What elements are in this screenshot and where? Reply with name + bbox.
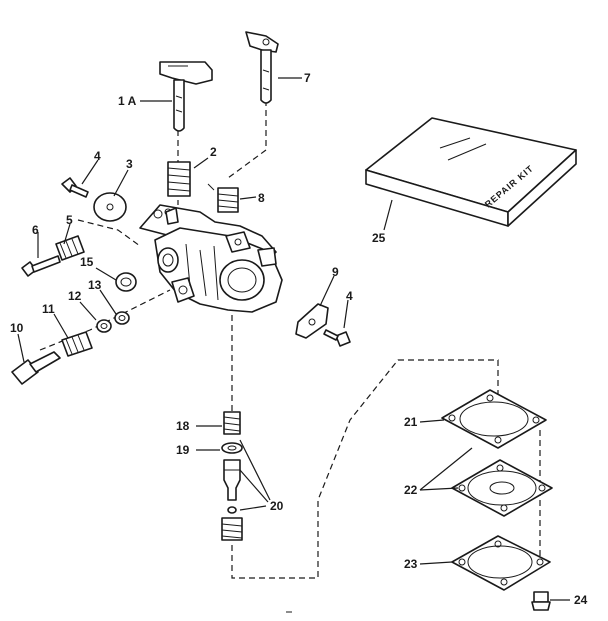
- label-4-lower: 4: [346, 289, 353, 303]
- part-throttle-shaft: [159, 61, 213, 132]
- label-5: 5: [66, 213, 73, 227]
- part-bowl-gasket: [441, 389, 547, 449]
- label-7: 7: [304, 71, 311, 85]
- label-6: 6: [32, 223, 39, 237]
- part-screw-lower: [323, 329, 351, 347]
- part-inlet-washer: [221, 442, 243, 454]
- label-20: 20: [270, 499, 284, 513]
- part-diaphragm: [451, 459, 553, 517]
- label-11: 11: [42, 302, 55, 316]
- label-9: 9: [332, 265, 339, 279]
- label-1a: 1 A: [118, 94, 137, 108]
- part-mixture-needle: [11, 351, 61, 385]
- label-13: 13: [88, 278, 102, 292]
- part-choke-shaft: [245, 31, 279, 104]
- label-2: 2: [210, 145, 217, 159]
- leader-lines: [17, 77, 570, 601]
- part-throttle-spring: [167, 161, 191, 197]
- label-21: 21: [404, 415, 418, 429]
- part-idle-screw: [21, 255, 61, 277]
- label-18: 18: [176, 419, 190, 433]
- part-bowl-cover: [451, 535, 551, 591]
- part-choke-plate: [295, 303, 329, 339]
- label-15: 15: [80, 255, 94, 269]
- part-inlet-spring: [223, 411, 241, 435]
- label-10: 10: [10, 321, 24, 335]
- part-o-ring: [114, 311, 130, 325]
- part-welch-plug: [115, 272, 137, 292]
- part-repair-kit-box: REPAIR KIT: [365, 117, 577, 227]
- label-4-upper: 4: [94, 149, 101, 163]
- label-23: 23: [404, 557, 418, 571]
- label-24: 24: [574, 593, 588, 607]
- label-8: 8: [258, 191, 265, 205]
- part-washer: [96, 319, 112, 333]
- part-inlet-needle-seat: [221, 459, 243, 541]
- guide-line-fuel-valve: [77, 219, 141, 247]
- label-19: 19: [176, 443, 190, 457]
- part-needle-spring: [61, 331, 93, 357]
- label-25: 25: [372, 231, 386, 245]
- label-3: 3: [126, 157, 133, 171]
- part-choke-spring: [207, 183, 239, 213]
- label-22: 22: [404, 483, 418, 497]
- part-cover-screw: [531, 591, 551, 611]
- part-screw-upper: [61, 177, 89, 198]
- part-carburetor-body: [139, 204, 283, 313]
- part-idle-spring: [55, 235, 85, 261]
- guide-line-main-jet: [39, 289, 171, 351]
- guide-line-choke: [227, 100, 267, 179]
- label-12: 12: [68, 289, 82, 303]
- guide-line-bottom: [231, 359, 499, 579]
- part-throttle-plate: [93, 192, 127, 222]
